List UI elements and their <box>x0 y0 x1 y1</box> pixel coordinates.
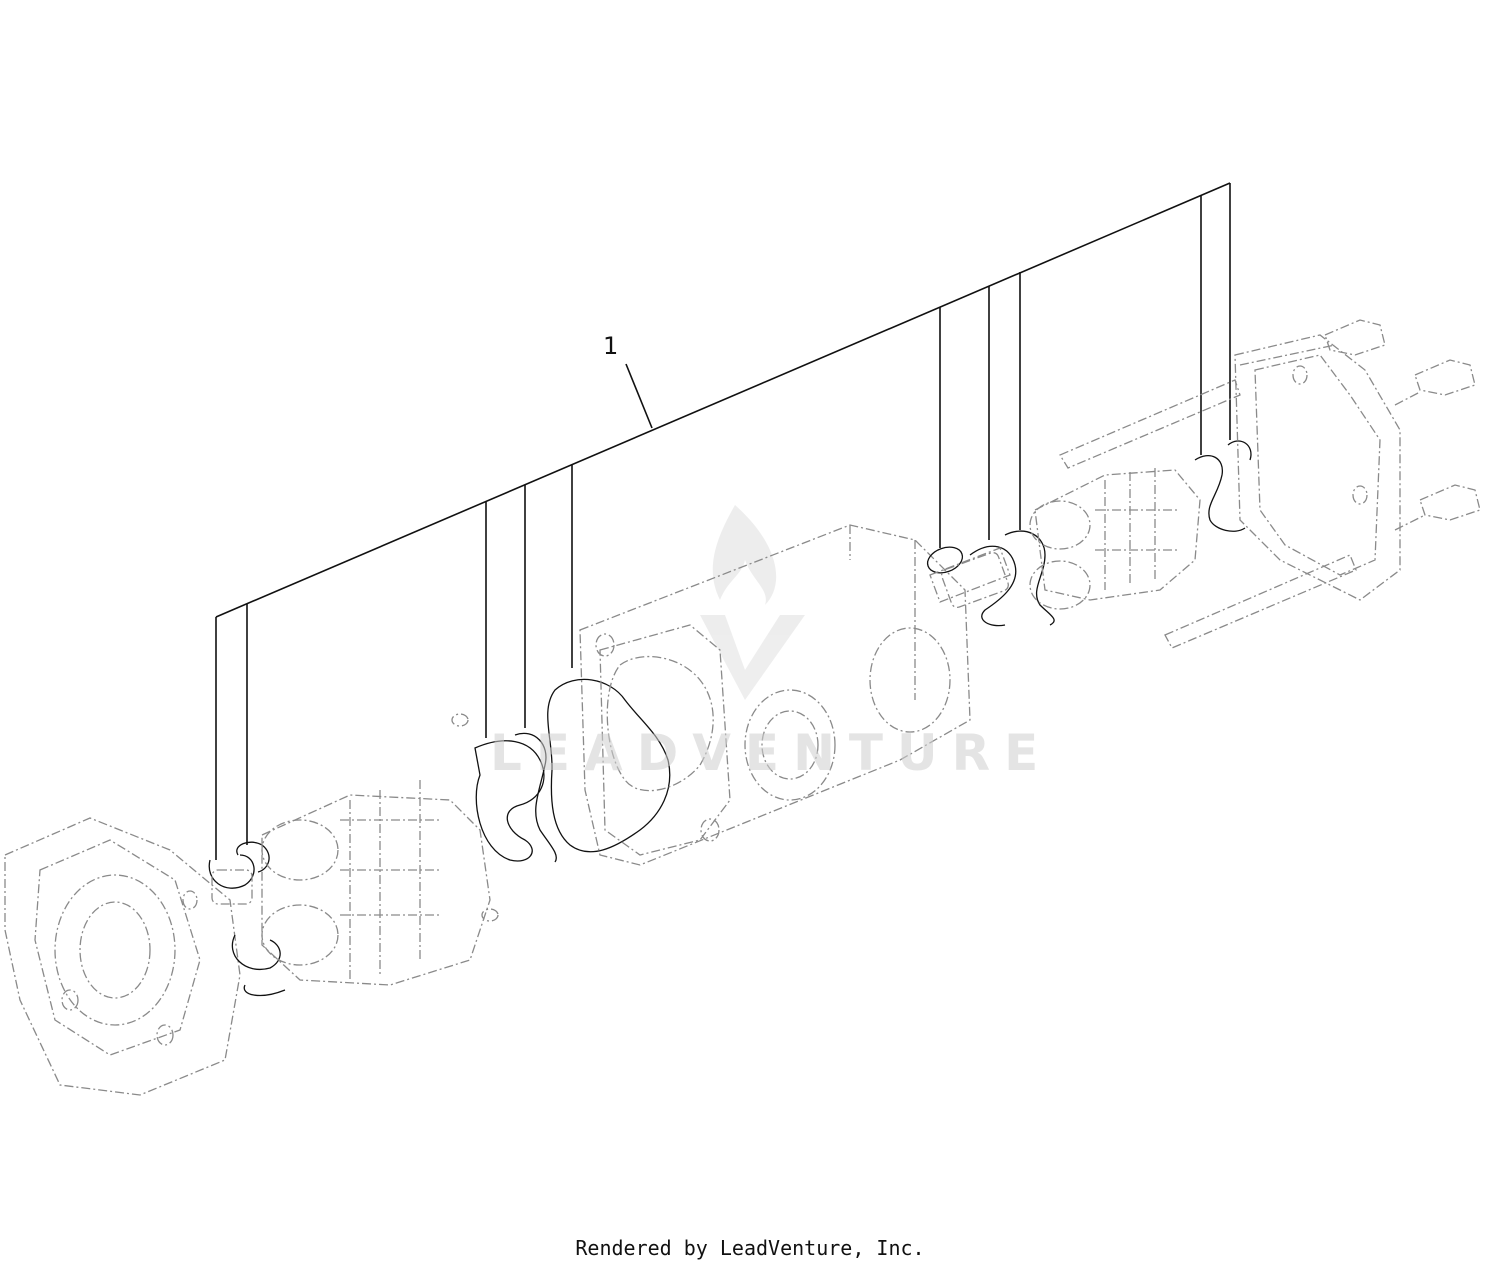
callout-number-1: 1 <box>603 332 619 360</box>
through-bolts <box>1059 319 1481 649</box>
leadventure-logo-watermark-icon <box>700 505 805 700</box>
body-gasket <box>547 678 671 853</box>
watermark-text: LEADVENTURE <box>490 724 1053 782</box>
leader-main-line <box>215 182 1231 618</box>
footer-credit: Rendered by LeadVenture, Inc. <box>575 1236 925 1260</box>
rear-end-cover <box>1234 334 1401 601</box>
rear-gear-set <box>941 468 1201 610</box>
rear-snap-rings <box>926 440 1252 627</box>
front-snap-rings <box>208 841 286 997</box>
front-wear-plate-seal <box>474 732 557 863</box>
callout-leader-lines <box>215 182 1231 860</box>
main-pump-body <box>579 524 971 866</box>
front-gear-set <box>211 713 499 986</box>
leader-to-number <box>625 363 653 429</box>
front-mounting-flange <box>4 817 241 1096</box>
drive-shaft <box>929 547 1011 603</box>
